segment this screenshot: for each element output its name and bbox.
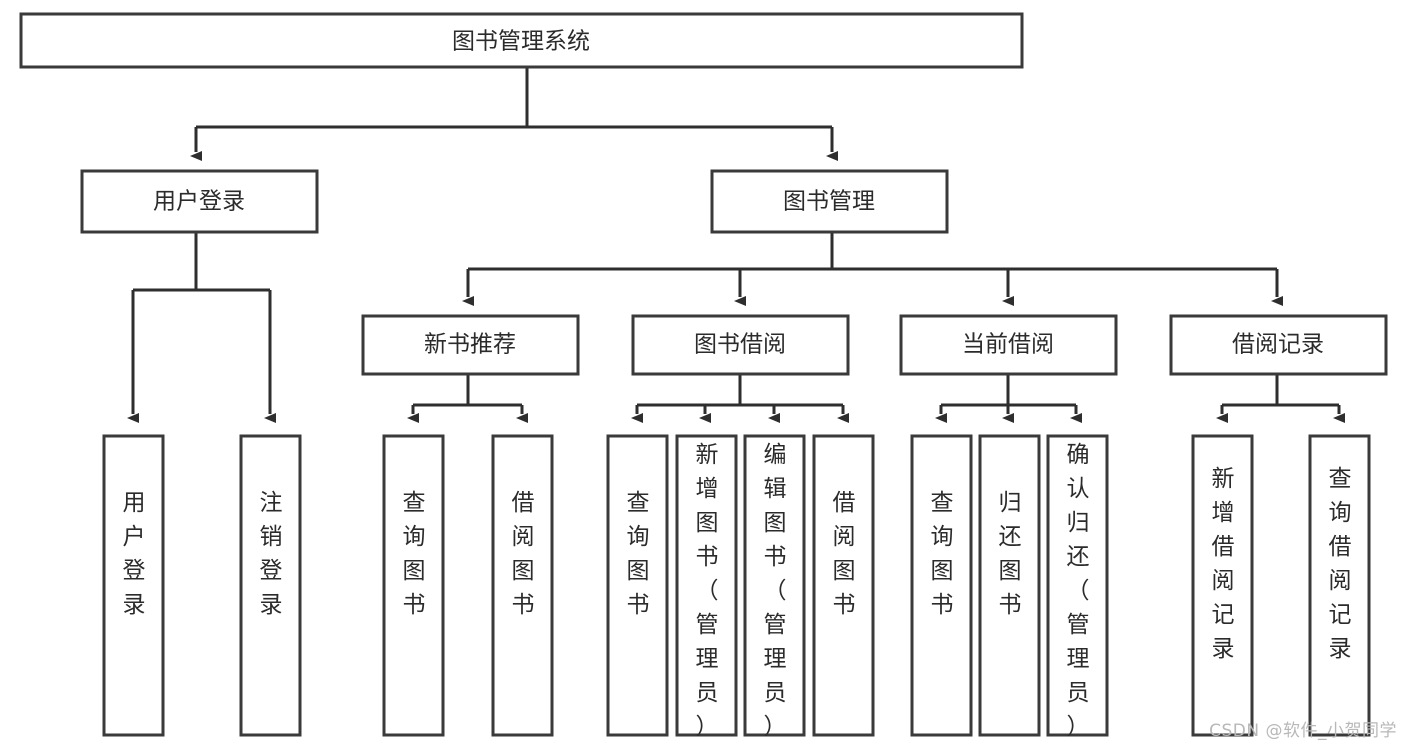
node-leaf-user-logout[interactable]: 注销登录: [239, 434, 302, 737]
node-root[interactable]: 图书管理系统: [19, 12, 1024, 69]
node-leaf-query-book-1-label: 查询图书: [403, 490, 426, 618]
node-new-book-recommend[interactable]: 新书推荐: [361, 314, 580, 376]
node-book-borrow-label: 图书借阅: [694, 332, 786, 358]
node-leaf-confirm-return[interactable]: 确认归还（管理员）: [1046, 434, 1109, 740]
node-book-borrow[interactable]: 图书借阅: [631, 314, 850, 376]
node-leaf-user-logout-label: 注销登录: [260, 490, 283, 618]
node-leaf-borrow-book-1-label: 借阅图书: [512, 490, 535, 618]
node-leaf-user-login[interactable]: 用户登录: [102, 434, 165, 737]
node-leaf-user-login-label: 用户登录: [123, 490, 146, 618]
node-current-borrow-label: 当前借阅: [962, 332, 1054, 358]
node-leaf-user-logout-box[interactable]: [239, 434, 302, 737]
node-leaf-confirm-return-label: 确认归还（管理员）: [1067, 442, 1090, 740]
node-borrow-record[interactable]: 借阅记录: [1169, 314, 1388, 376]
node-leaf-return-book[interactable]: 归还图书: [978, 434, 1041, 737]
node-leaf-return-book-label: 归还图书: [999, 490, 1022, 618]
node-leaf-borrow-book-1[interactable]: 借阅图书: [491, 434, 554, 737]
node-leaf-borrow-book-1-box[interactable]: [491, 434, 554, 737]
node-book-borrow-box[interactable]: [631, 314, 850, 376]
node-leaf-query-book-2-label: 查询图书: [627, 490, 650, 618]
node-leaf-query-book-1[interactable]: 查询图书: [382, 434, 445, 737]
node-new-book-recommend-box[interactable]: [361, 314, 580, 376]
node-leaf-borrow-book-2-box[interactable]: [812, 434, 875, 737]
node-leaf-add-book[interactable]: 新增图书（管理员）: [675, 434, 738, 740]
node-leaf-add-book-box[interactable]: [675, 434, 738, 737]
node-leaf-add-book-label: 新增图书（管理员）: [696, 442, 719, 740]
node-current-borrow-box[interactable]: [899, 314, 1118, 376]
node-leaf-edit-book-label: 编辑图书（管理员）: [764, 442, 787, 740]
node-new-book-recommend-label: 新书推荐: [424, 332, 516, 358]
node-leaf-query-book-3-box[interactable]: [910, 434, 973, 737]
node-leaf-query-record-label: 查询借阅记录: [1329, 466, 1352, 662]
csdn-watermark: CSDN @软件_小贺同学: [1209, 721, 1397, 741]
node-root-box[interactable]: [19, 12, 1024, 69]
node-leaf-query-record-box[interactable]: [1308, 434, 1371, 737]
node-user-login-box[interactable]: [80, 169, 319, 234]
node-leaf-add-record[interactable]: 新增借阅记录: [1191, 434, 1254, 737]
node-leaf-confirm-return-box[interactable]: [1046, 434, 1109, 737]
node-leaf-borrow-book-2[interactable]: 借阅图书: [812, 434, 875, 737]
node-leaf-query-book-3-label: 查询图书: [931, 490, 954, 618]
node-leaf-return-book-box[interactable]: [978, 434, 1041, 737]
node-current-borrow[interactable]: 当前借阅: [899, 314, 1118, 376]
node-leaf-edit-book-box[interactable]: [743, 434, 806, 737]
node-borrow-record-label: 借阅记录: [1232, 332, 1324, 358]
node-leaf-edit-book[interactable]: 编辑图书（管理员）: [743, 434, 806, 740]
node-user-login-label: 用户登录: [153, 189, 245, 215]
node-book-manage-label: 图书管理: [783, 189, 875, 215]
node-leaf-borrow-book-2-label: 借阅图书: [833, 490, 856, 618]
node-book-manage-box[interactable]: [710, 169, 949, 234]
node-leaf-query-book-1-box[interactable]: [382, 434, 445, 737]
node-leaf-add-record-label: 新增借阅记录: [1212, 466, 1235, 662]
node-borrow-record-box[interactable]: [1169, 314, 1388, 376]
node-user-login[interactable]: 用户登录: [80, 169, 319, 234]
node-leaf-query-book-3[interactable]: 查询图书: [910, 434, 973, 737]
connector-layer: [127, 67, 1345, 423]
node-leaf-user-login-box[interactable]: [102, 434, 165, 737]
node-root-label: 图书管理系统: [452, 29, 590, 55]
node-leaf-query-book-2[interactable]: 查询图书: [606, 434, 669, 737]
node-leaf-query-book-2-box[interactable]: [606, 434, 669, 737]
node-leaf-query-record[interactable]: 查询借阅记录: [1308, 434, 1371, 737]
node-book-manage[interactable]: 图书管理: [710, 169, 949, 234]
node-leaf-add-record-box[interactable]: [1191, 434, 1254, 737]
